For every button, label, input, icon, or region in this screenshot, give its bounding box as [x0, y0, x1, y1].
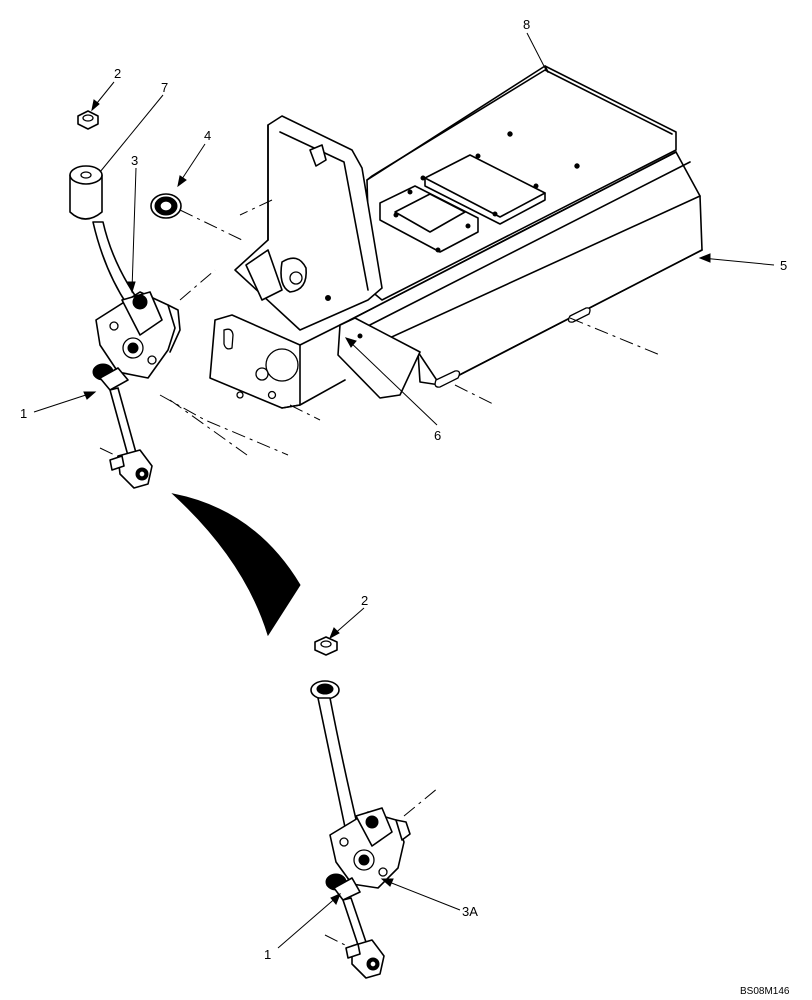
nut-top — [77, 110, 99, 130]
lever-assembly-bottom — [310, 636, 439, 979]
callout-2-top: 2 — [114, 66, 121, 81]
callout-4: 4 — [204, 128, 211, 143]
callout-5: 5 — [780, 258, 787, 273]
pivot-housing-bottom — [329, 807, 411, 889]
drawing-id: BS08M146 — [740, 986, 790, 997]
callout-3-top: 3 — [131, 153, 138, 168]
pivot-housing-top — [95, 291, 181, 379]
callout-2-bottom: 2 — [361, 593, 368, 608]
knob — [69, 165, 103, 220]
callout-1-bottom: 1 — [264, 947, 271, 962]
top-plate — [366, 65, 677, 301]
lever-eye — [310, 680, 340, 700]
linkage-rod-top — [92, 363, 153, 489]
lever-shaft-bottom — [317, 697, 359, 833]
centerlines-top — [99, 199, 661, 461]
view-arrow — [171, 493, 301, 637]
linkage-rod-bottom — [325, 873, 385, 979]
callout-3a: 3A — [462, 904, 478, 919]
callout-8: 8 — [523, 17, 530, 32]
lever-shaft — [92, 221, 139, 307]
front-plate — [209, 314, 351, 409]
upright-bracket — [234, 115, 383, 331]
callout-1-top: 1 — [20, 406, 27, 421]
bearing — [150, 193, 182, 219]
callout-labels: 1 2 3 4 5 6 7 8 2 1 3A BS08M146 — [20, 17, 790, 997]
lever-assembly-top — [69, 110, 182, 489]
nut-bottom — [314, 636, 338, 656]
leader-lines — [33, 32, 775, 949]
callout-7: 7 — [161, 80, 168, 95]
callout-6: 6 — [434, 428, 441, 443]
frame-assembly — [209, 65, 703, 409]
